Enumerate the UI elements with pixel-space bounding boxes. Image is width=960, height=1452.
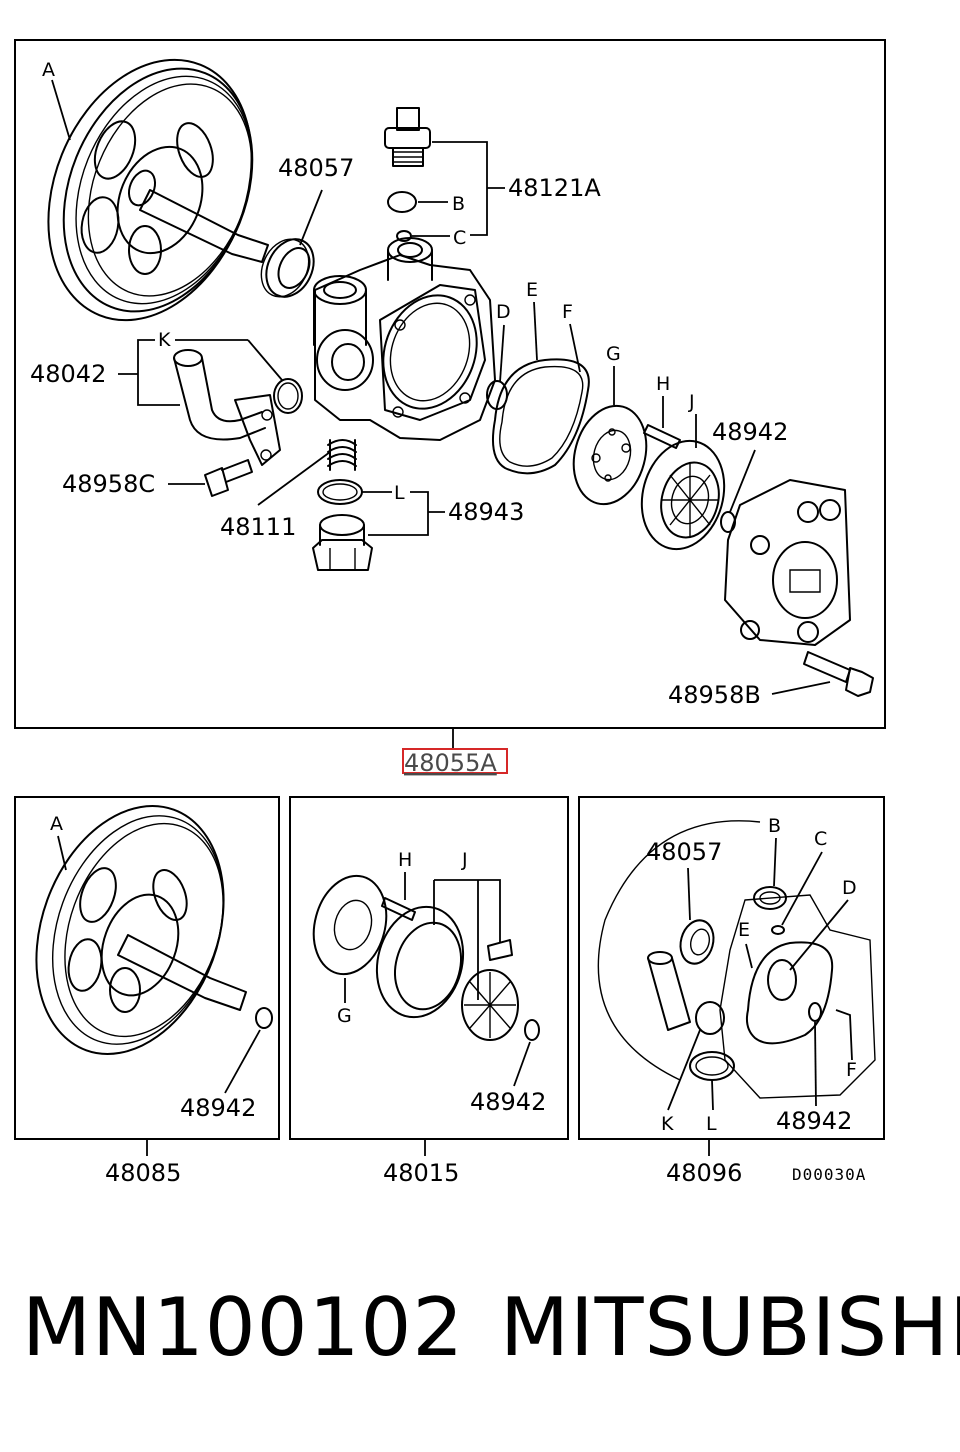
kit-48085-pulley-drawing	[35, 805, 273, 1055]
letter-L: L	[394, 482, 405, 504]
bolt-48958B-drawing	[803, 651, 874, 697]
kit-48096-letter-E: E	[738, 919, 750, 941]
letter-G: G	[606, 343, 621, 365]
kit-48096-frame	[578, 796, 885, 1140]
label-48057: 48057	[278, 154, 354, 182]
label-48942-main: 48942	[712, 418, 788, 446]
kit-48015-letter-G: G	[337, 1005, 352, 1027]
label-48943: 48943	[448, 498, 524, 526]
cam-ring-rotor-drawing	[640, 439, 726, 551]
assembly-highlight	[402, 748, 508, 774]
label-48042: 48042	[30, 360, 106, 388]
suction-pipe-drawing	[173, 349, 303, 466]
rear-cover-drawing	[724, 479, 851, 646]
kit-48096-part-48942: 48942	[776, 1107, 852, 1135]
kit-48085-letter-A: A	[50, 813, 63, 835]
kit-48096-letter-D: D	[842, 877, 857, 899]
drawing-code: D00030A	[792, 1165, 866, 1184]
letter-K: K	[158, 329, 171, 351]
label-48958C: 48958C	[62, 470, 155, 498]
fitting-48943-drawing	[312, 479, 373, 571]
kit-48015-part: 48942	[470, 1088, 546, 1116]
footer-brand: MITSUBISHI	[500, 1281, 960, 1374]
footer-part-number: MN100102	[22, 1281, 465, 1374]
letter-D: D	[496, 301, 511, 323]
letter-J: J	[688, 391, 695, 413]
kit-48015-letter-H: H	[398, 849, 412, 871]
bolt-48958C-drawing	[204, 459, 253, 497]
pump-housing-drawing	[313, 237, 496, 441]
assembly-number[interactable]: 48055A	[404, 749, 497, 777]
letter-H: H	[656, 373, 670, 395]
gasket-drawing	[492, 358, 590, 475]
seal-48057-drawing	[260, 238, 315, 298]
kit-48096-drawing	[597, 820, 876, 1099]
kit-48015-letter-J: J	[461, 849, 468, 871]
kit-48096-letter-L: L	[706, 1113, 717, 1135]
spring-48111-drawing	[327, 439, 357, 471]
kit-48096-part-48057: 48057	[646, 838, 722, 866]
side-plate-drawing	[572, 404, 648, 506]
kit-48096-letter-K: K	[661, 1113, 674, 1135]
kit-48085-number[interactable]: 48085	[105, 1159, 181, 1187]
letter-C: C	[453, 227, 466, 249]
kit-48085-part: 48942	[180, 1094, 256, 1122]
kit-48096-number[interactable]: 48096	[666, 1159, 742, 1187]
label-48111: 48111	[220, 513, 296, 541]
label-48958B: 48958B	[668, 681, 761, 709]
kit-48096-letter-C: C	[814, 828, 827, 850]
pulley-letter: A	[42, 59, 55, 81]
pressure-switch-drawing	[384, 107, 431, 242]
letter-F: F	[562, 301, 573, 323]
kit-48096-letter-F: F	[846, 1059, 857, 1081]
pulley-drawing	[47, 58, 269, 322]
main-assembly-frame	[14, 39, 886, 729]
kit-48085-frame	[14, 796, 280, 1140]
letter-E: E	[526, 279, 538, 301]
kit-48015-frame	[289, 796, 569, 1140]
kit-48015-number[interactable]: 48015	[383, 1159, 459, 1187]
label-48121A: 48121A	[508, 174, 601, 202]
kit-48015-drawing	[312, 874, 540, 1041]
kit-48096-letter-B: B	[768, 815, 781, 837]
letter-B: B	[452, 193, 465, 215]
